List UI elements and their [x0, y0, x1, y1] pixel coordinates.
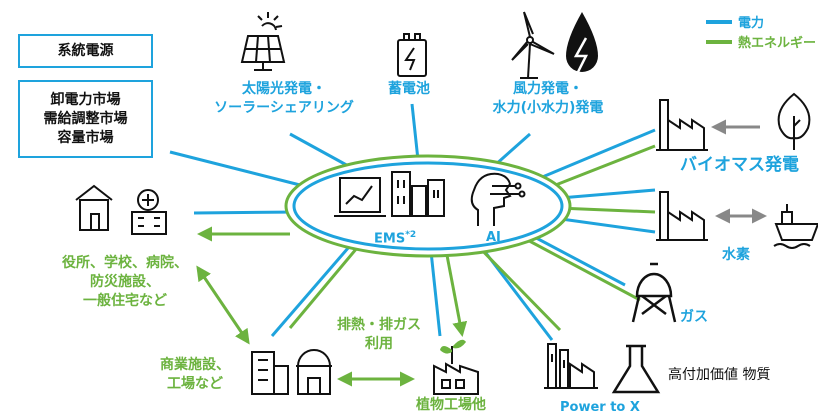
- markets-line1: 卸電力市場: [50, 91, 121, 108]
- legend-heat-swatch: [706, 39, 732, 44]
- commercial-line1: 商業施設、: [160, 357, 230, 373]
- commercial-line2: 工場など: [167, 376, 223, 392]
- waste-heat-label: 排熱・排ガス 利用: [324, 316, 434, 354]
- legend-electric: 電力: [706, 12, 764, 31]
- legend-heat: 熱エネルギー: [706, 32, 816, 51]
- ai-head-icon: [470, 172, 526, 226]
- ems-superscript: *2: [405, 230, 417, 240]
- grid-source-box: 系統電源: [18, 34, 153, 68]
- lightning-drop-icon: [566, 12, 598, 73]
- battery-icon: [397, 33, 427, 77]
- ship-icon: [773, 204, 818, 249]
- wind-turbine-icon: [511, 11, 555, 79]
- markets-box: 卸電力市場 需給調整市場 容量市場: [18, 80, 153, 158]
- markets-line2: 需給調整市場: [43, 110, 128, 127]
- hospital-icon: [131, 189, 167, 235]
- power-to-x-label: Power to X: [560, 400, 640, 415]
- legend-heat-label: 熱エネルギー: [738, 36, 817, 51]
- heat-connector-lines: [196, 144, 656, 387]
- waste-heat-line2: 利用: [365, 336, 393, 352]
- city-buildings-icon: [391, 171, 445, 217]
- storehouse-icon: [296, 349, 332, 395]
- solar-label: 太陽光発電・ ソーラーシェアリング: [214, 80, 354, 118]
- hydrogen-label: 水素: [722, 247, 750, 263]
- plant-factory-icon: [433, 339, 479, 395]
- public-line2: 防災施設、: [90, 274, 160, 290]
- wind-line1: 風力発電・: [513, 81, 583, 97]
- gas-tank-icon: [631, 262, 677, 323]
- markets-line3: 容量市場: [57, 129, 114, 146]
- biomass-label: バイオマス発電: [680, 155, 799, 175]
- house-icon: [75, 184, 113, 231]
- gas-label: ガス: [680, 309, 708, 325]
- ems-text: EMS: [374, 231, 406, 247]
- legend-electric-swatch: [706, 19, 732, 24]
- high-value-label: 高付加価値 物質: [668, 367, 771, 383]
- ems-label: EMS*2: [374, 226, 416, 248]
- legend-electric-label: 電力: [738, 16, 765, 31]
- sun-icon: [257, 12, 283, 31]
- factory-icon: [544, 343, 598, 389]
- public-facilities-label: 役所、学校、病院、 防災施設、 一般住宅など: [50, 254, 200, 311]
- solar-line2: ソーラーシェアリング: [214, 100, 354, 116]
- battery-label: 蓄電池: [388, 81, 430, 97]
- tree-icon: [777, 92, 811, 150]
- ai-label: AI: [486, 230, 501, 245]
- wind-label: 風力発電・ 水力(小水力)発電: [478, 80, 618, 118]
- public-line1: 役所、学校、病院、: [62, 255, 188, 271]
- public-line3: 一般住宅など: [83, 293, 167, 309]
- commercial-label: 商業施設、 工場など: [150, 356, 240, 394]
- monitor-chart-icon: [334, 177, 386, 217]
- solar-panel-icon: [240, 35, 286, 71]
- factory-icon: [656, 99, 708, 151]
- grid-source-label: 系統電源: [57, 42, 114, 59]
- factory-icon: [656, 191, 708, 241]
- plant-factory-label: 植物工場他: [416, 397, 486, 413]
- wind-line2: 水力(小水力)発電: [492, 100, 604, 116]
- waste-heat-line1: 排熱・排ガス: [337, 317, 421, 333]
- building-icon: [251, 351, 289, 395]
- flask-icon: [611, 344, 661, 394]
- solar-line1: 太陽光発電・: [242, 81, 326, 97]
